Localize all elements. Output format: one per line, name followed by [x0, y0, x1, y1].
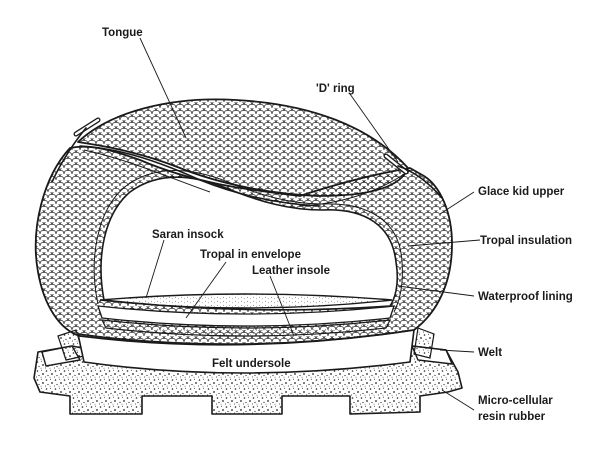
- waterproof-lining: [93, 169, 403, 313]
- leader-welt: [439, 349, 475, 353]
- leather-insole: [97, 305, 395, 327]
- leader-micro-cellular: [441, 389, 475, 411]
- left-lace-line: [51, 127, 87, 183]
- right-lace-line: [397, 165, 443, 199]
- label-waterproof-lining: Waterproof lining: [478, 291, 573, 303]
- foot-cavity: [100, 176, 399, 311]
- label-glace-kid-upper: Glace kid upper: [478, 186, 565, 198]
- label-welt: Welt: [478, 347, 502, 359]
- insole-base: [100, 319, 392, 337]
- leader-saran-insock: [145, 239, 165, 299]
- leader-tropal-insulation: [407, 239, 481, 247]
- label-d-ring: 'D' ring: [316, 83, 355, 95]
- label-micro-cellular-line2: resin rubber: [478, 411, 546, 423]
- leader-tongue: [139, 37, 187, 139]
- label-micro-cellular-line1: Micro-cellular: [478, 395, 553, 407]
- label-tropal-in-envelope: Tropal in envelope: [200, 249, 301, 261]
- tongue-fold: [83, 149, 211, 193]
- leader-glace-kid-upper: [439, 191, 475, 215]
- left-d-ring: [73, 117, 101, 137]
- tongue: [77, 98, 409, 197]
- label-tongue: Tongue: [102, 27, 143, 39]
- leader-d-ring: [349, 93, 399, 163]
- label-saran-insock: Saran insock: [152, 229, 224, 241]
- label-tropal-insulation: Tropal insulation: [480, 235, 572, 247]
- leader-leather-insole: [269, 275, 295, 337]
- tongue-gusset: [79, 145, 321, 207]
- right-d-ring: [383, 153, 409, 175]
- tongue-fold-2: [299, 169, 411, 207]
- label-leather-insole: Leather insole: [252, 265, 330, 277]
- leader-waterproof-lining: [397, 285, 475, 297]
- right-welt-block: [413, 327, 435, 359]
- leader-tropal-in-envelope: [185, 261, 227, 319]
- tropal-in-envelope: [99, 293, 393, 309]
- label-felt-undersole: Felt undersole: [212, 358, 291, 370]
